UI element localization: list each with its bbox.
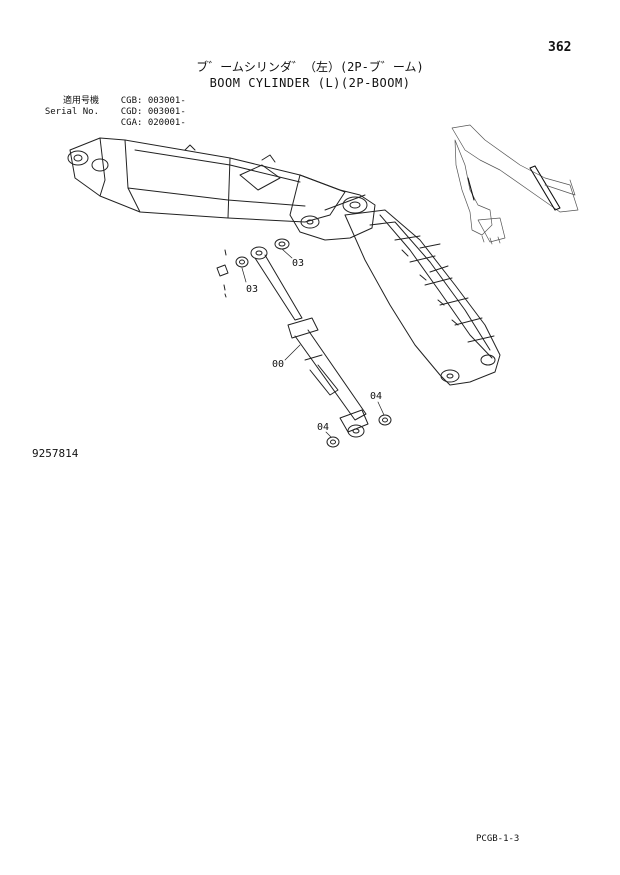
callout-04: 04 (317, 422, 330, 433)
sheet-code: PCGB-1-3 (476, 834, 520, 844)
serial-row: 適用号機 CGB: 003001- (44, 96, 186, 107)
boom-cylinder-drawing (250, 246, 369, 438)
callout-04: 04 (370, 391, 383, 402)
serial-model: CGD: (120, 107, 143, 117)
drawing-number: 9257814 (32, 447, 79, 460)
serial-value: 003001- (147, 107, 186, 117)
serial-label: Serial No. (44, 107, 99, 117)
serial-row: Serial No. CGD: 003001- (44, 107, 186, 118)
leader-lines (241, 248, 385, 438)
key-plan-drawing (451, 124, 579, 245)
callout-00: 00 (272, 359, 285, 370)
page-title-english: BOOM CYLINDER (L)(2P-BOOM) (209, 76, 411, 90)
page-number: 362 (548, 40, 572, 55)
page-title-japanese: ブ゛ームシリンダ゛（左）(2P-ブ゛ーム) (196, 60, 424, 74)
serial-row: CGA: 020001- (44, 118, 186, 129)
serial-label: 適用号機 (62, 96, 99, 106)
serial-value: 020001- (147, 118, 186, 128)
serial-number-block: 適用号機 CGB: 003001- Serial No. CGD: 003001… (44, 96, 186, 129)
bushings-drawing (216, 238, 392, 448)
callout-03: 03 (246, 284, 259, 295)
serial-model: CGA: (120, 118, 143, 128)
serial-model: CGB: (120, 96, 143, 106)
serial-value: 003001- (147, 96, 186, 106)
boom-drawing (67, 137, 501, 386)
callout-03: 03 (292, 258, 305, 269)
